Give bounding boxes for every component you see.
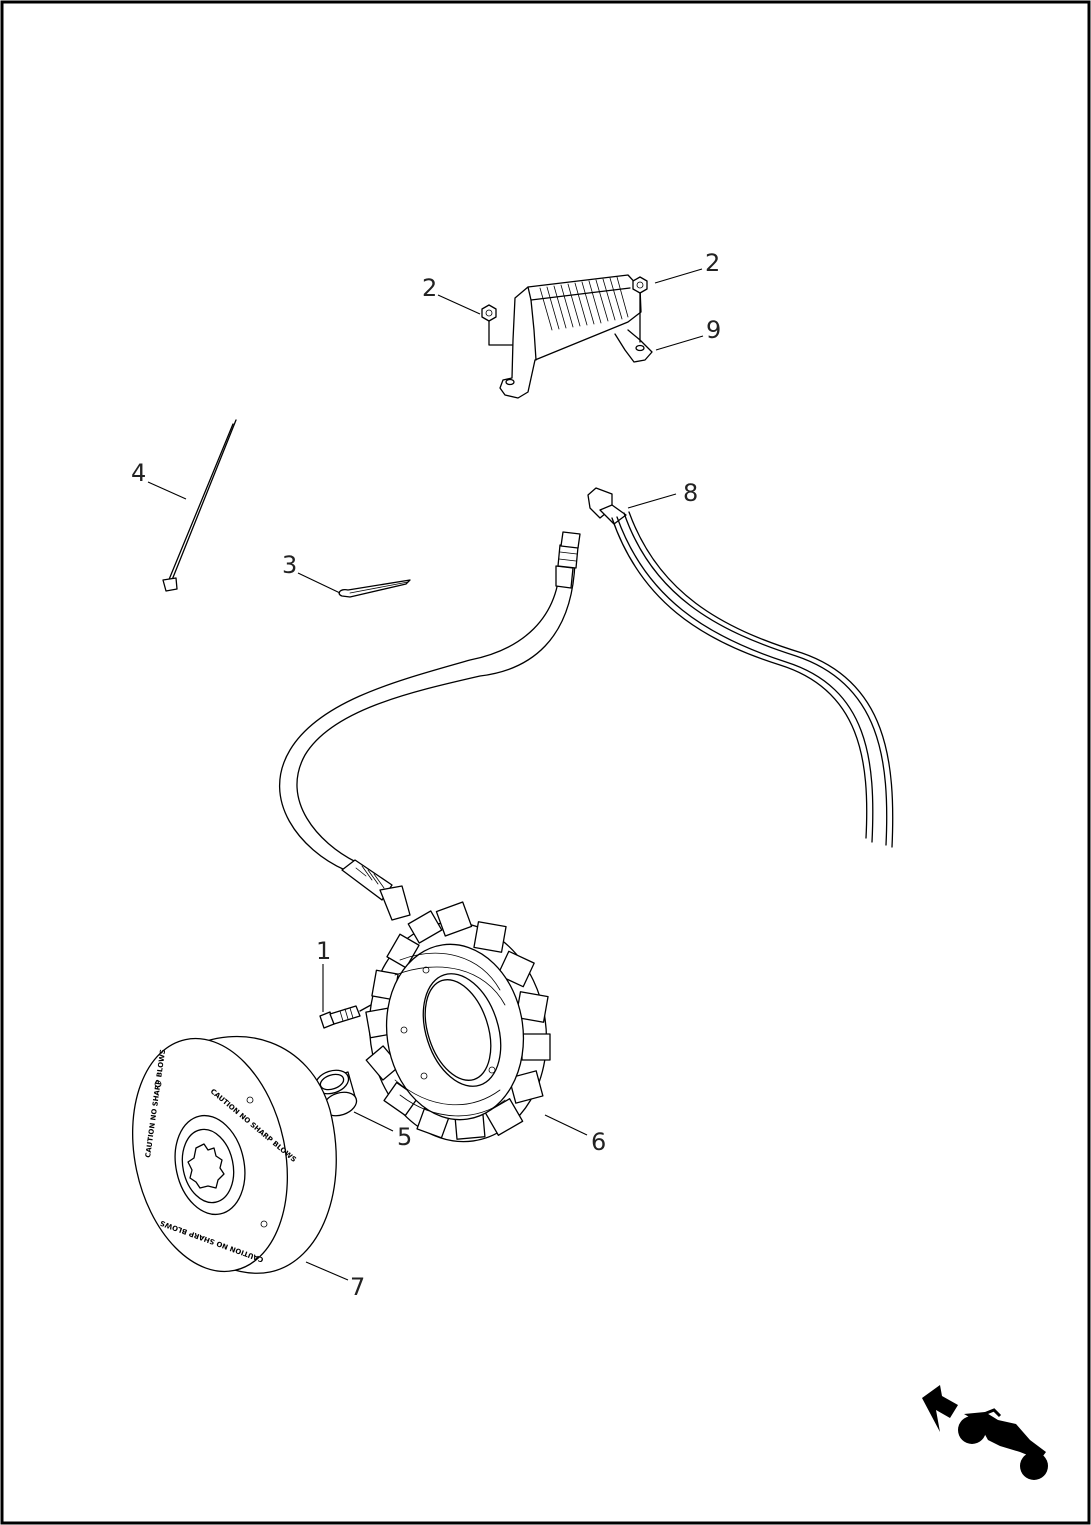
callout-8: 8 [683,479,698,507]
callout-6: 6 [591,1128,606,1156]
flange-nut-left [481,304,513,346]
callout-2-right: 2 [705,249,720,277]
regulator-harness [587,487,894,848]
spacer [309,1069,358,1117]
orientation-indicator [922,1385,1048,1480]
callout-1: 1 [316,937,331,965]
cable-strap [162,419,237,592]
rotor: CAUTION NO SHARP BLOWS CAUTION NO SHARP … [131,1036,349,1281]
retaining-clip [338,579,411,598]
callout-7: 7 [350,1273,365,1301]
stator [365,901,551,1143]
callout-2-left: 2 [422,274,437,302]
forward-arrow-icon [922,1385,958,1432]
voltage-regulator [499,274,653,399]
motorcycle-icon [958,1408,1048,1480]
stator-cable [279,531,581,921]
callout-3: 3 [282,551,297,579]
leader-lines [147,268,704,1136]
callout-5: 5 [397,1123,412,1151]
callout-9: 9 [706,316,721,344]
callout-4: 4 [131,459,146,487]
stator-screw [319,999,381,1029]
flange-nut-right [632,276,648,343]
